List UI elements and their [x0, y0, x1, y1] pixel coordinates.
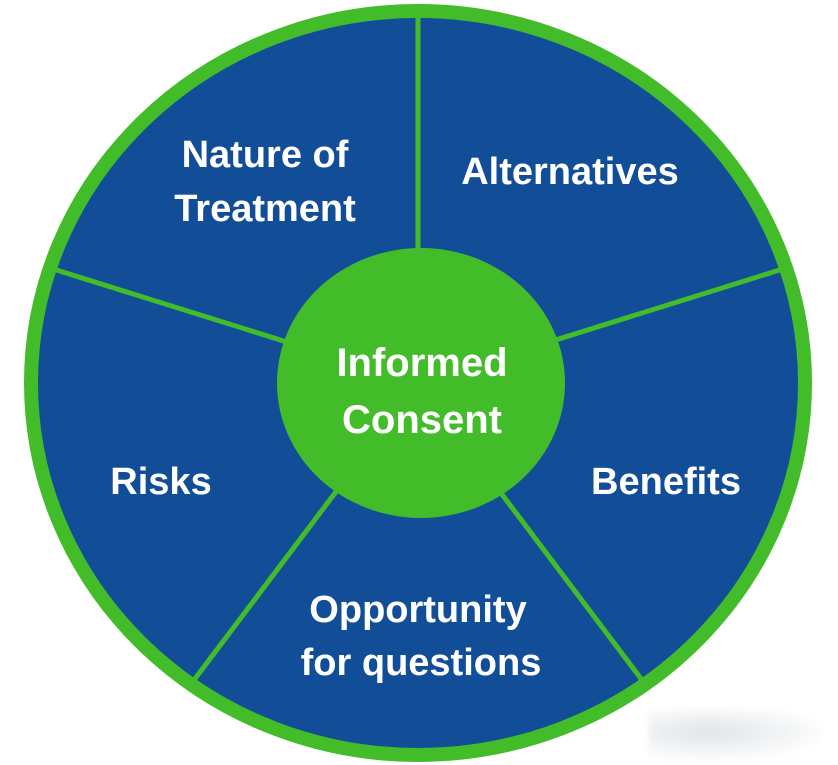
center-label-line2: Consent: [342, 398, 502, 442]
segment-label-opportunity-line1: Opportunity: [309, 589, 526, 631]
center-label-line1: Informed: [336, 341, 507, 385]
segment-label-risks: Risks: [110, 461, 211, 503]
segment-label-opportunity-line2: for questions: [301, 642, 542, 684]
segment-label-nature-of-treatment-line2: Treatment: [174, 188, 356, 230]
segment-label-benefits: Benefits: [591, 461, 741, 503]
segment-label-nature-of-treatment-line1: Nature of: [182, 134, 349, 176]
segment-label-alternatives: Alternatives: [461, 151, 679, 193]
center-circle: [277, 248, 565, 518]
